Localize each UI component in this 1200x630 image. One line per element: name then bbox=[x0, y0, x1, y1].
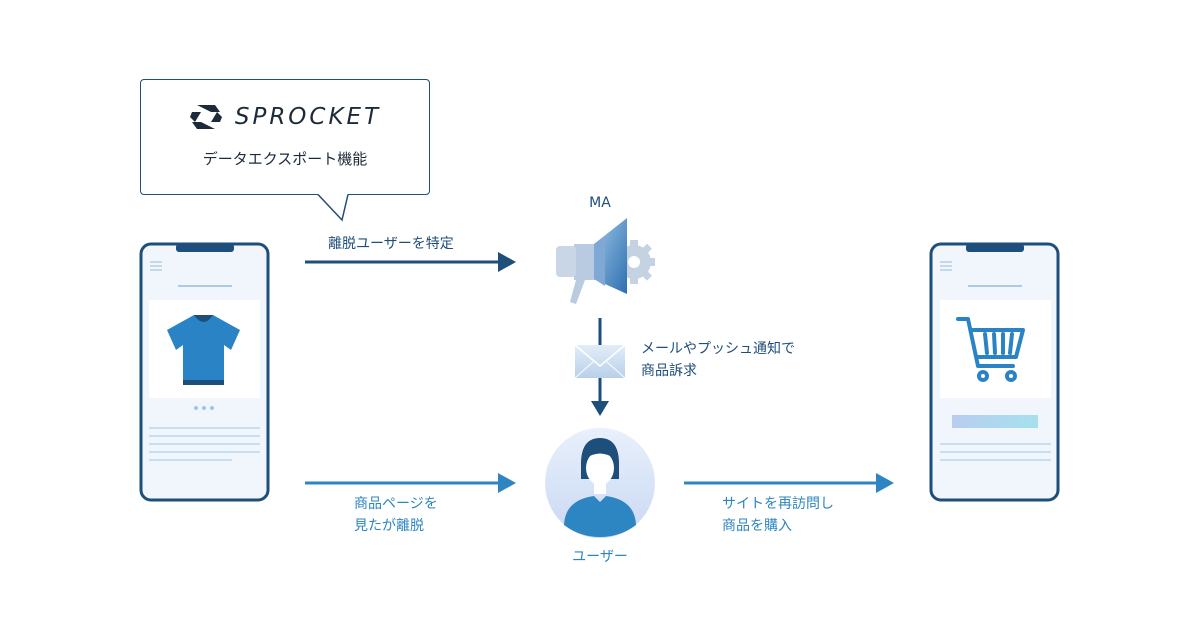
shopping-cart-icon bbox=[956, 317, 1025, 382]
arrow-exit-to-user bbox=[305, 473, 516, 493]
envelope-icon bbox=[574, 344, 626, 379]
ma-label: MA bbox=[589, 195, 611, 211]
arrow-to-ma bbox=[305, 252, 516, 272]
appeal-label-line2: 商品訴求 bbox=[641, 363, 697, 379]
appeal-label-line1: メールやプッシュ通知で bbox=[641, 341, 795, 357]
revisit-label-line1: サイトを再訪問し bbox=[722, 496, 834, 512]
arrow-user-to-purchase bbox=[684, 473, 894, 493]
callout-tail bbox=[317, 193, 349, 222]
sprocket-logo: SPROCKET bbox=[141, 102, 429, 132]
feature-label: データエクスポート機能 bbox=[202, 150, 368, 168]
exit-label-line1: 商品ページを bbox=[354, 496, 438, 512]
tshirt-icon bbox=[167, 315, 240, 385]
sprocket-logo-icon bbox=[189, 105, 222, 129]
identify-label: 離脱ユーザーを特定 bbox=[328, 236, 454, 252]
user-avatar bbox=[545, 428, 655, 538]
left-phone bbox=[139, 242, 270, 502]
text-lines bbox=[149, 427, 260, 461]
brand-name: SPROCKET bbox=[234, 104, 382, 130]
text-lines bbox=[940, 443, 1051, 461]
right-phone bbox=[929, 242, 1060, 502]
menu-icon bbox=[940, 261, 952, 271]
menu-icon bbox=[150, 261, 162, 271]
exit-label-line2: 見たが離脱 bbox=[354, 518, 424, 534]
product-bar bbox=[952, 415, 1038, 428]
user-label: ユーザー bbox=[572, 549, 628, 565]
revisit-label-line2: 商品を購入 bbox=[722, 518, 792, 534]
megaphone-gear-icon bbox=[556, 218, 655, 304]
sprocket-callout: SPROCKET データエクスポート機能 bbox=[140, 79, 430, 195]
dots-indicator bbox=[194, 406, 214, 410]
